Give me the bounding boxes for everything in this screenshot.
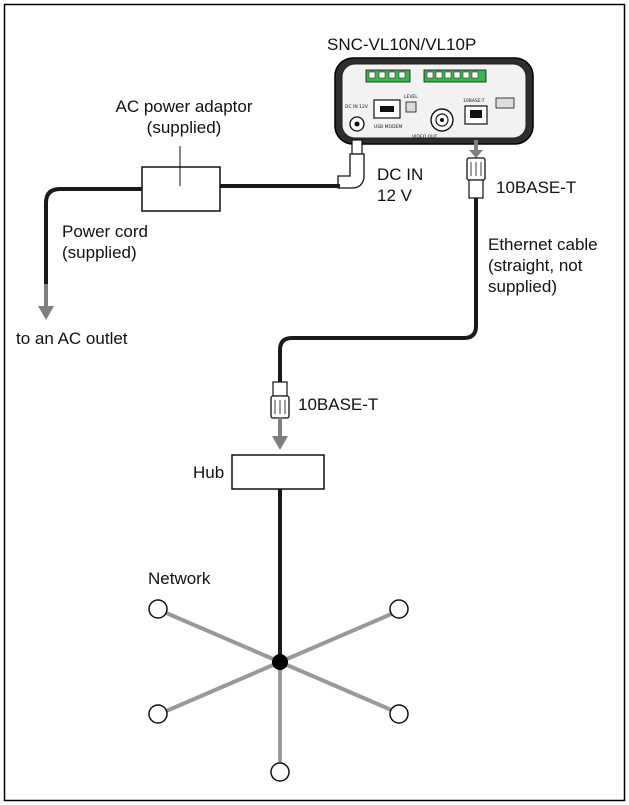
network-marking: 10BASE-T xyxy=(463,98,485,104)
network-link xyxy=(279,660,397,714)
camera-unit: DC IN 12V USB MODEM LEVEL VIDEO OUT 10BA… xyxy=(334,57,534,145)
power-cord-label-line2: (supplied) xyxy=(62,243,137,262)
ac-adaptor-label-line1: AC power adaptor xyxy=(115,97,253,116)
ac-power-adaptor xyxy=(141,166,221,212)
power-cord-label-line1: Power cord xyxy=(62,222,148,241)
ethernet-cable-label-line1: Ethernet cable xyxy=(488,235,598,254)
ethernet-cable xyxy=(278,198,478,382)
ac-adaptor-label-line2: (supplied) xyxy=(146,118,222,137)
hub-10base-t-label: 10BASE-T xyxy=(298,395,379,414)
dc-in-label-line2: 12 V xyxy=(377,186,412,205)
outlet-arrow-head xyxy=(38,306,54,320)
camera-ethernet-plug xyxy=(466,140,486,199)
terminal-block-right xyxy=(423,69,487,83)
network-node xyxy=(270,762,290,782)
dc-in-marking: DC IN 12V xyxy=(345,104,369,110)
terminal-block-left xyxy=(365,69,411,83)
camera-10base-t-label: 10BASE-T xyxy=(496,178,577,197)
network-node xyxy=(389,704,409,724)
ethernet-cable-label-line3: supplied) xyxy=(488,277,557,296)
network-link xyxy=(279,610,397,664)
ac-outlet-label: to an AC outlet xyxy=(16,329,128,348)
level-marking: LEVEL xyxy=(404,94,418,100)
camera-model-label: SNC-VL10N/VL10P xyxy=(327,35,477,54)
usb-marking: USB MODEM xyxy=(374,124,402,130)
ethernet-cable-label-line2: (straight, not xyxy=(488,256,583,275)
level-switch xyxy=(405,101,417,113)
network-node xyxy=(148,599,168,619)
dc-in-label-line1: DC IN xyxy=(377,165,424,184)
network-link xyxy=(163,660,281,714)
network-star xyxy=(148,599,409,782)
network-center-node xyxy=(272,654,288,670)
figure-frame xyxy=(3,3,626,802)
network-node xyxy=(389,599,409,619)
power-cord xyxy=(44,187,142,284)
network-label: Network xyxy=(148,569,211,588)
hub-ethernet-plug xyxy=(270,381,290,450)
mode-switch xyxy=(495,97,515,109)
hub-label: Hub xyxy=(193,463,225,482)
video-out-marking: VIDEO OUT xyxy=(412,134,438,140)
hub-box xyxy=(231,454,325,490)
network-link xyxy=(163,610,281,664)
network-node xyxy=(148,704,168,724)
dc-plug xyxy=(337,139,365,189)
